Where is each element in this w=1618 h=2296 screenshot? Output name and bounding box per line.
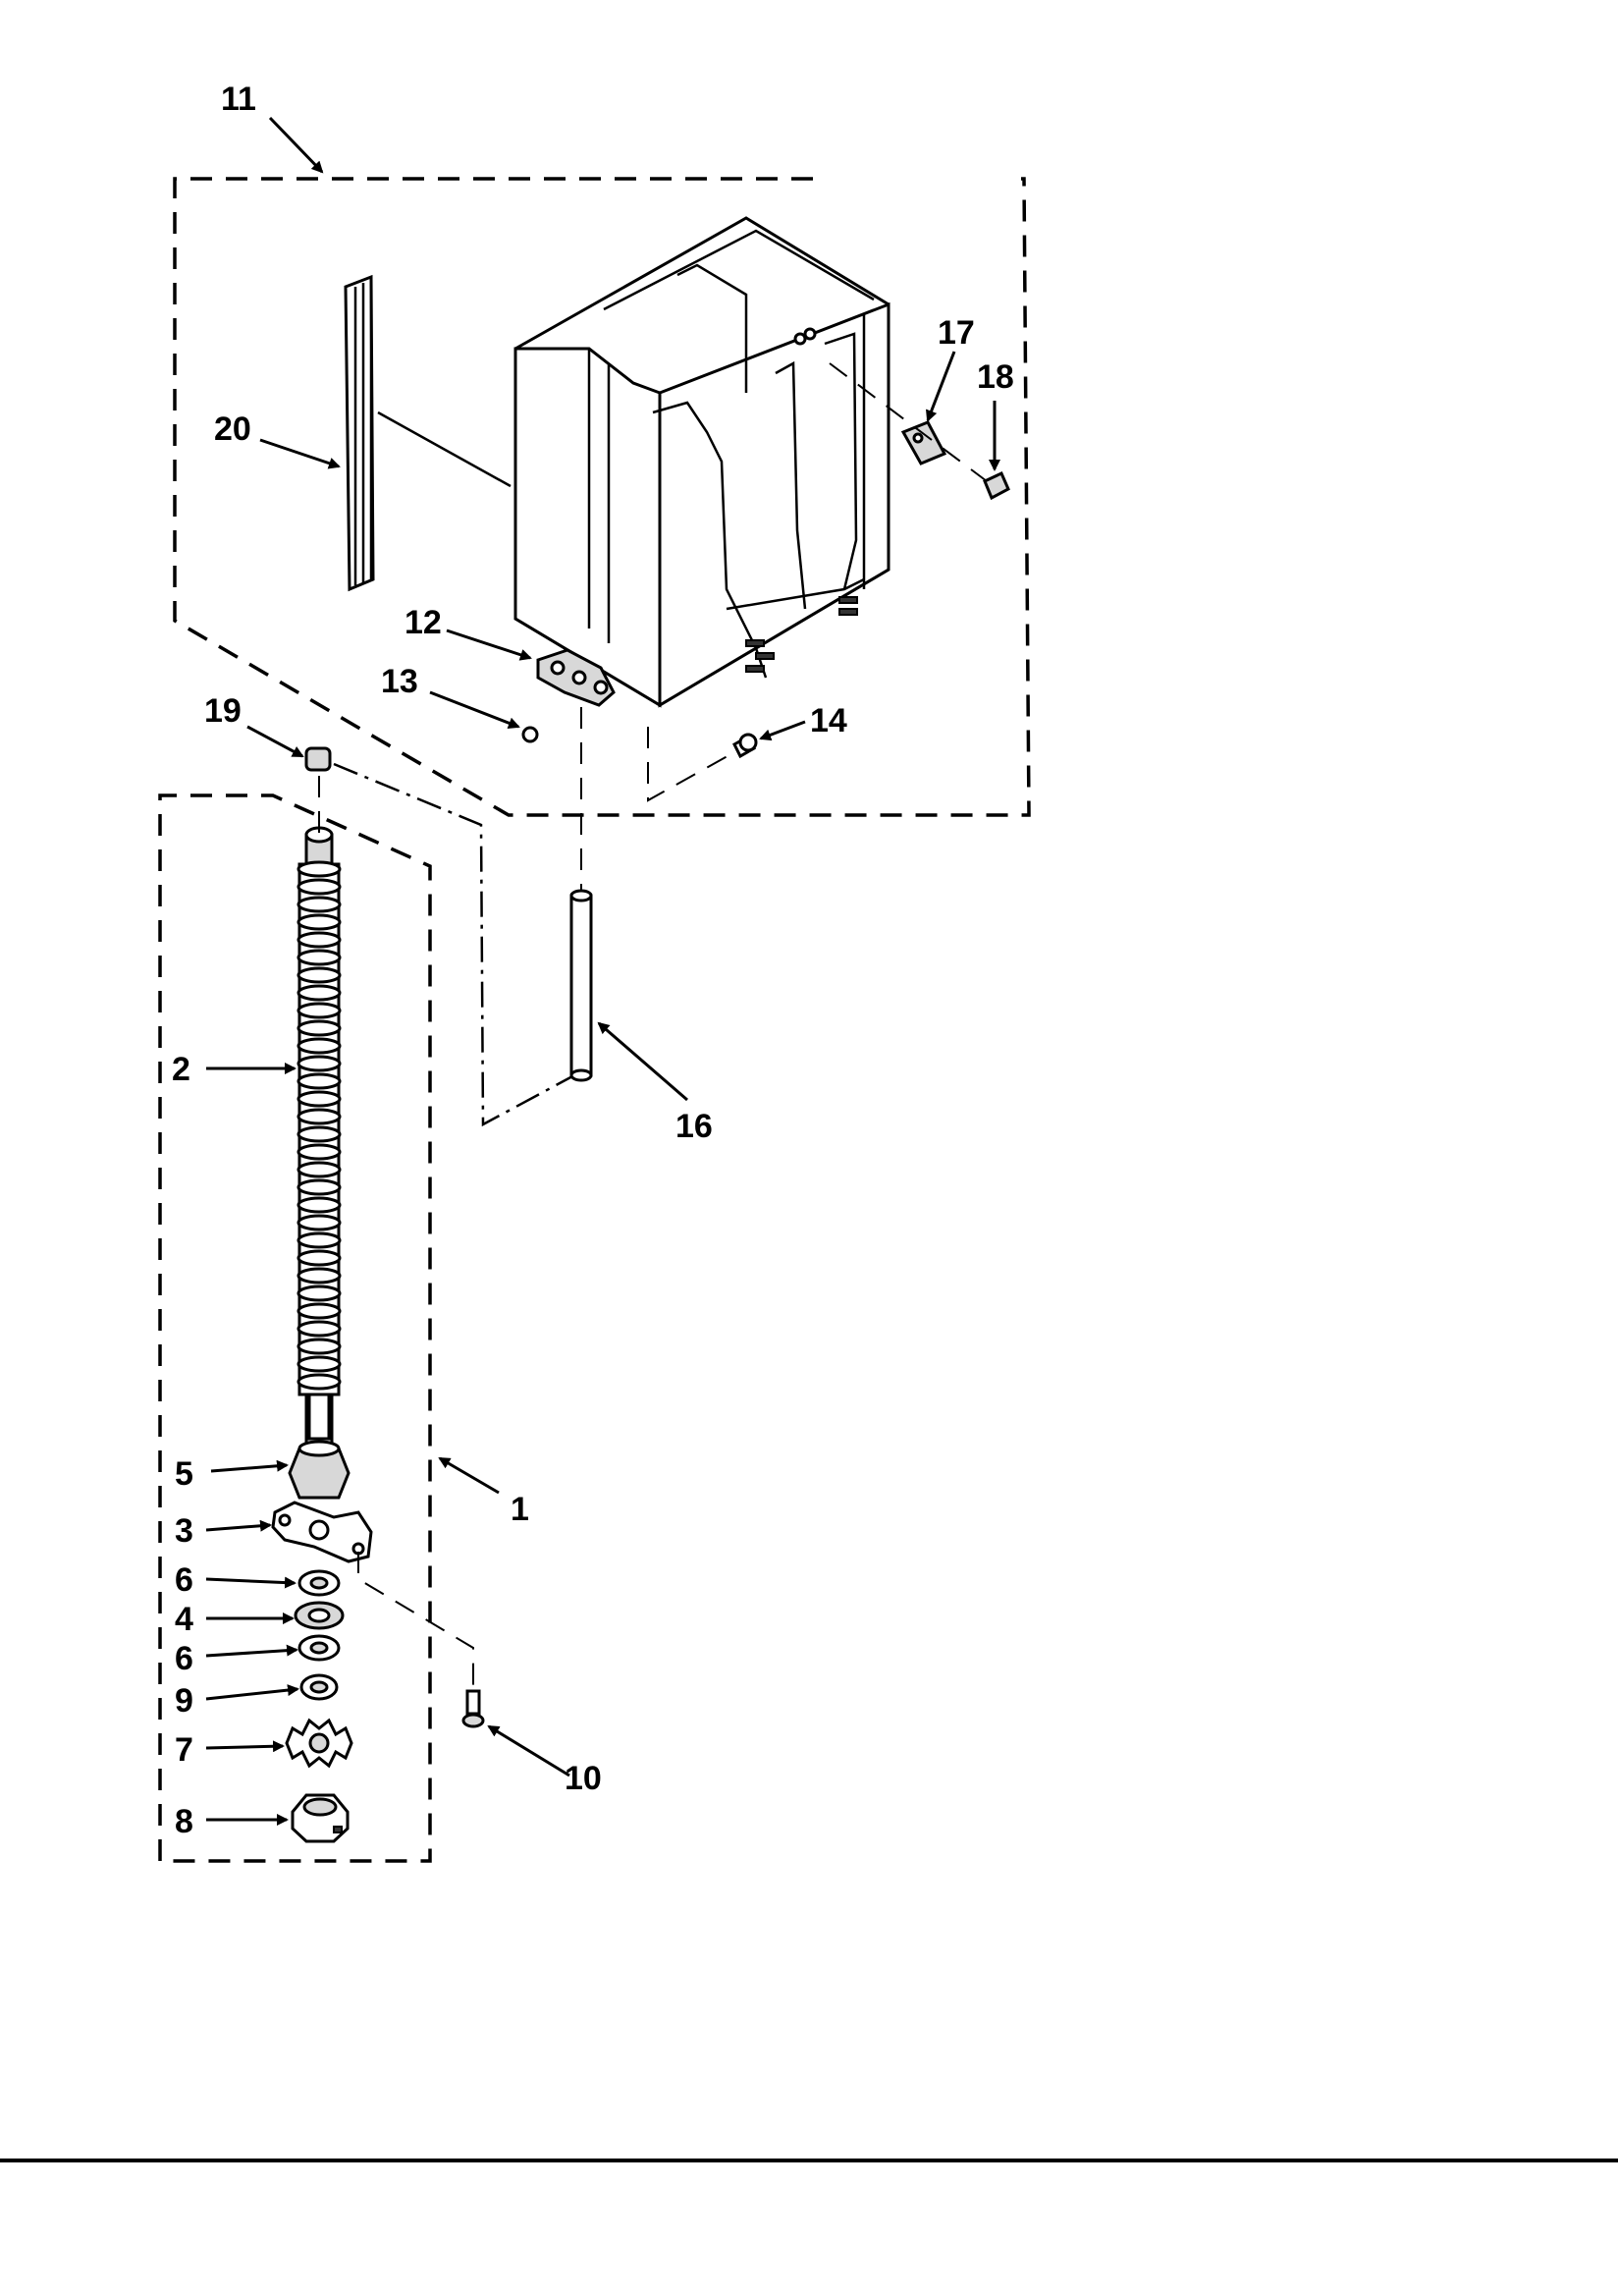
- callout-6-lower: 6: [175, 1640, 193, 1677]
- callout-20: 20: [214, 410, 251, 448]
- callout-17: 17: [938, 314, 975, 352]
- auger-coil-ridge: [297, 1019, 342, 1037]
- assembly-11-boundary: [173, 177, 1031, 817]
- screw-part-10: [461, 1689, 485, 1728]
- auger-coil-ridge: [297, 1338, 342, 1355]
- auger-coil-ridge: [297, 1214, 342, 1231]
- tube-part-16: [569, 889, 593, 1082]
- callout-5: 5: [175, 1455, 193, 1493]
- callout-16: 16: [675, 1108, 713, 1145]
- auger-coil-ridge: [297, 1072, 342, 1090]
- auger-coil-ridge: [297, 1090, 342, 1108]
- auger-coil-ridge: [297, 860, 342, 878]
- auger-coil-ridge: [297, 966, 342, 984]
- auger-coil-ridge: [297, 896, 342, 913]
- callout-19: 19: [204, 692, 242, 730]
- washer-part-6-lower: [297, 1634, 341, 1662]
- auger-coil-ridge: [297, 1320, 342, 1338]
- callout-8: 8: [175, 1803, 193, 1840]
- plate-part-3: [271, 1501, 373, 1563]
- part-19-routing-line: [333, 762, 575, 1127]
- leader-arrows: [205, 116, 1000, 1826]
- auger-coil-ridge: [297, 984, 342, 1002]
- part-10-dashline: [357, 1552, 474, 1689]
- cap-part-19: [304, 746, 332, 772]
- gasket-strip-part-20: [344, 274, 512, 592]
- callout-1: 1: [511, 1491, 529, 1528]
- nut-part-8: [291, 1793, 350, 1843]
- auger-coil-ridge: [297, 1143, 342, 1161]
- auger-coil-ridge: [297, 878, 342, 896]
- auger-coil-ridge: [297, 949, 342, 966]
- callout-3: 3: [175, 1512, 193, 1550]
- auger-coil-ridge: [297, 931, 342, 949]
- part-14-dashline: [647, 727, 737, 802]
- callout-6-upper: 6: [175, 1561, 193, 1599]
- auger-coil-ridge: [297, 1249, 342, 1267]
- auger-coil-ridge: [297, 1178, 342, 1196]
- bracket-part-12: [536, 648, 616, 707]
- auger-coil-ridge: [297, 1161, 342, 1178]
- bushing-part-5: [288, 1440, 351, 1500]
- assembly-1-boundary: [158, 793, 432, 1863]
- ice-dispenser-housing: [513, 216, 890, 708]
- auger-coil-ridge: [297, 1302, 342, 1320]
- auger-coil-ridge: [297, 1108, 342, 1125]
- bearing-part-4: [294, 1601, 345, 1630]
- callout-13: 13: [381, 663, 418, 700]
- callout-11: 11: [221, 81, 256, 118]
- spacer-part-9: [299, 1673, 339, 1701]
- auger-coil-ridge: [297, 1196, 342, 1214]
- auger-coil-ridge: [297, 1231, 342, 1249]
- callout-18: 18: [977, 358, 1014, 396]
- auger-coil-ridge: [297, 1267, 342, 1285]
- clip-part-13: [521, 726, 539, 743]
- washer-part-6-upper: [297, 1569, 341, 1597]
- callout-2: 2: [172, 1051, 190, 1088]
- auger-coil-ridge: [297, 1373, 342, 1391]
- auger-coil-ridge: [297, 1285, 342, 1302]
- callout-12: 12: [404, 604, 442, 641]
- auger-coil-ridge: [297, 913, 342, 931]
- screw-part-14: [732, 733, 758, 759]
- callout-7: 7: [175, 1731, 193, 1769]
- screw-part-18: [983, 470, 1010, 501]
- auger-coil-ridge: [297, 1037, 342, 1055]
- callout-4: 4: [175, 1601, 193, 1638]
- auger-coil-ridge: [297, 1002, 342, 1019]
- callout-9: 9: [175, 1682, 193, 1720]
- sprocket-part-7: [285, 1718, 353, 1769]
- auger-coil-ridge: [297, 1355, 342, 1373]
- callout-10: 10: [565, 1760, 602, 1797]
- auger-coil-ridge: [297, 1055, 342, 1072]
- callout-14: 14: [810, 702, 847, 739]
- bracket-part-17: [900, 420, 947, 465]
- auger-coil-ridge: [297, 1125, 342, 1143]
- auger-part-2: [297, 826, 342, 1446]
